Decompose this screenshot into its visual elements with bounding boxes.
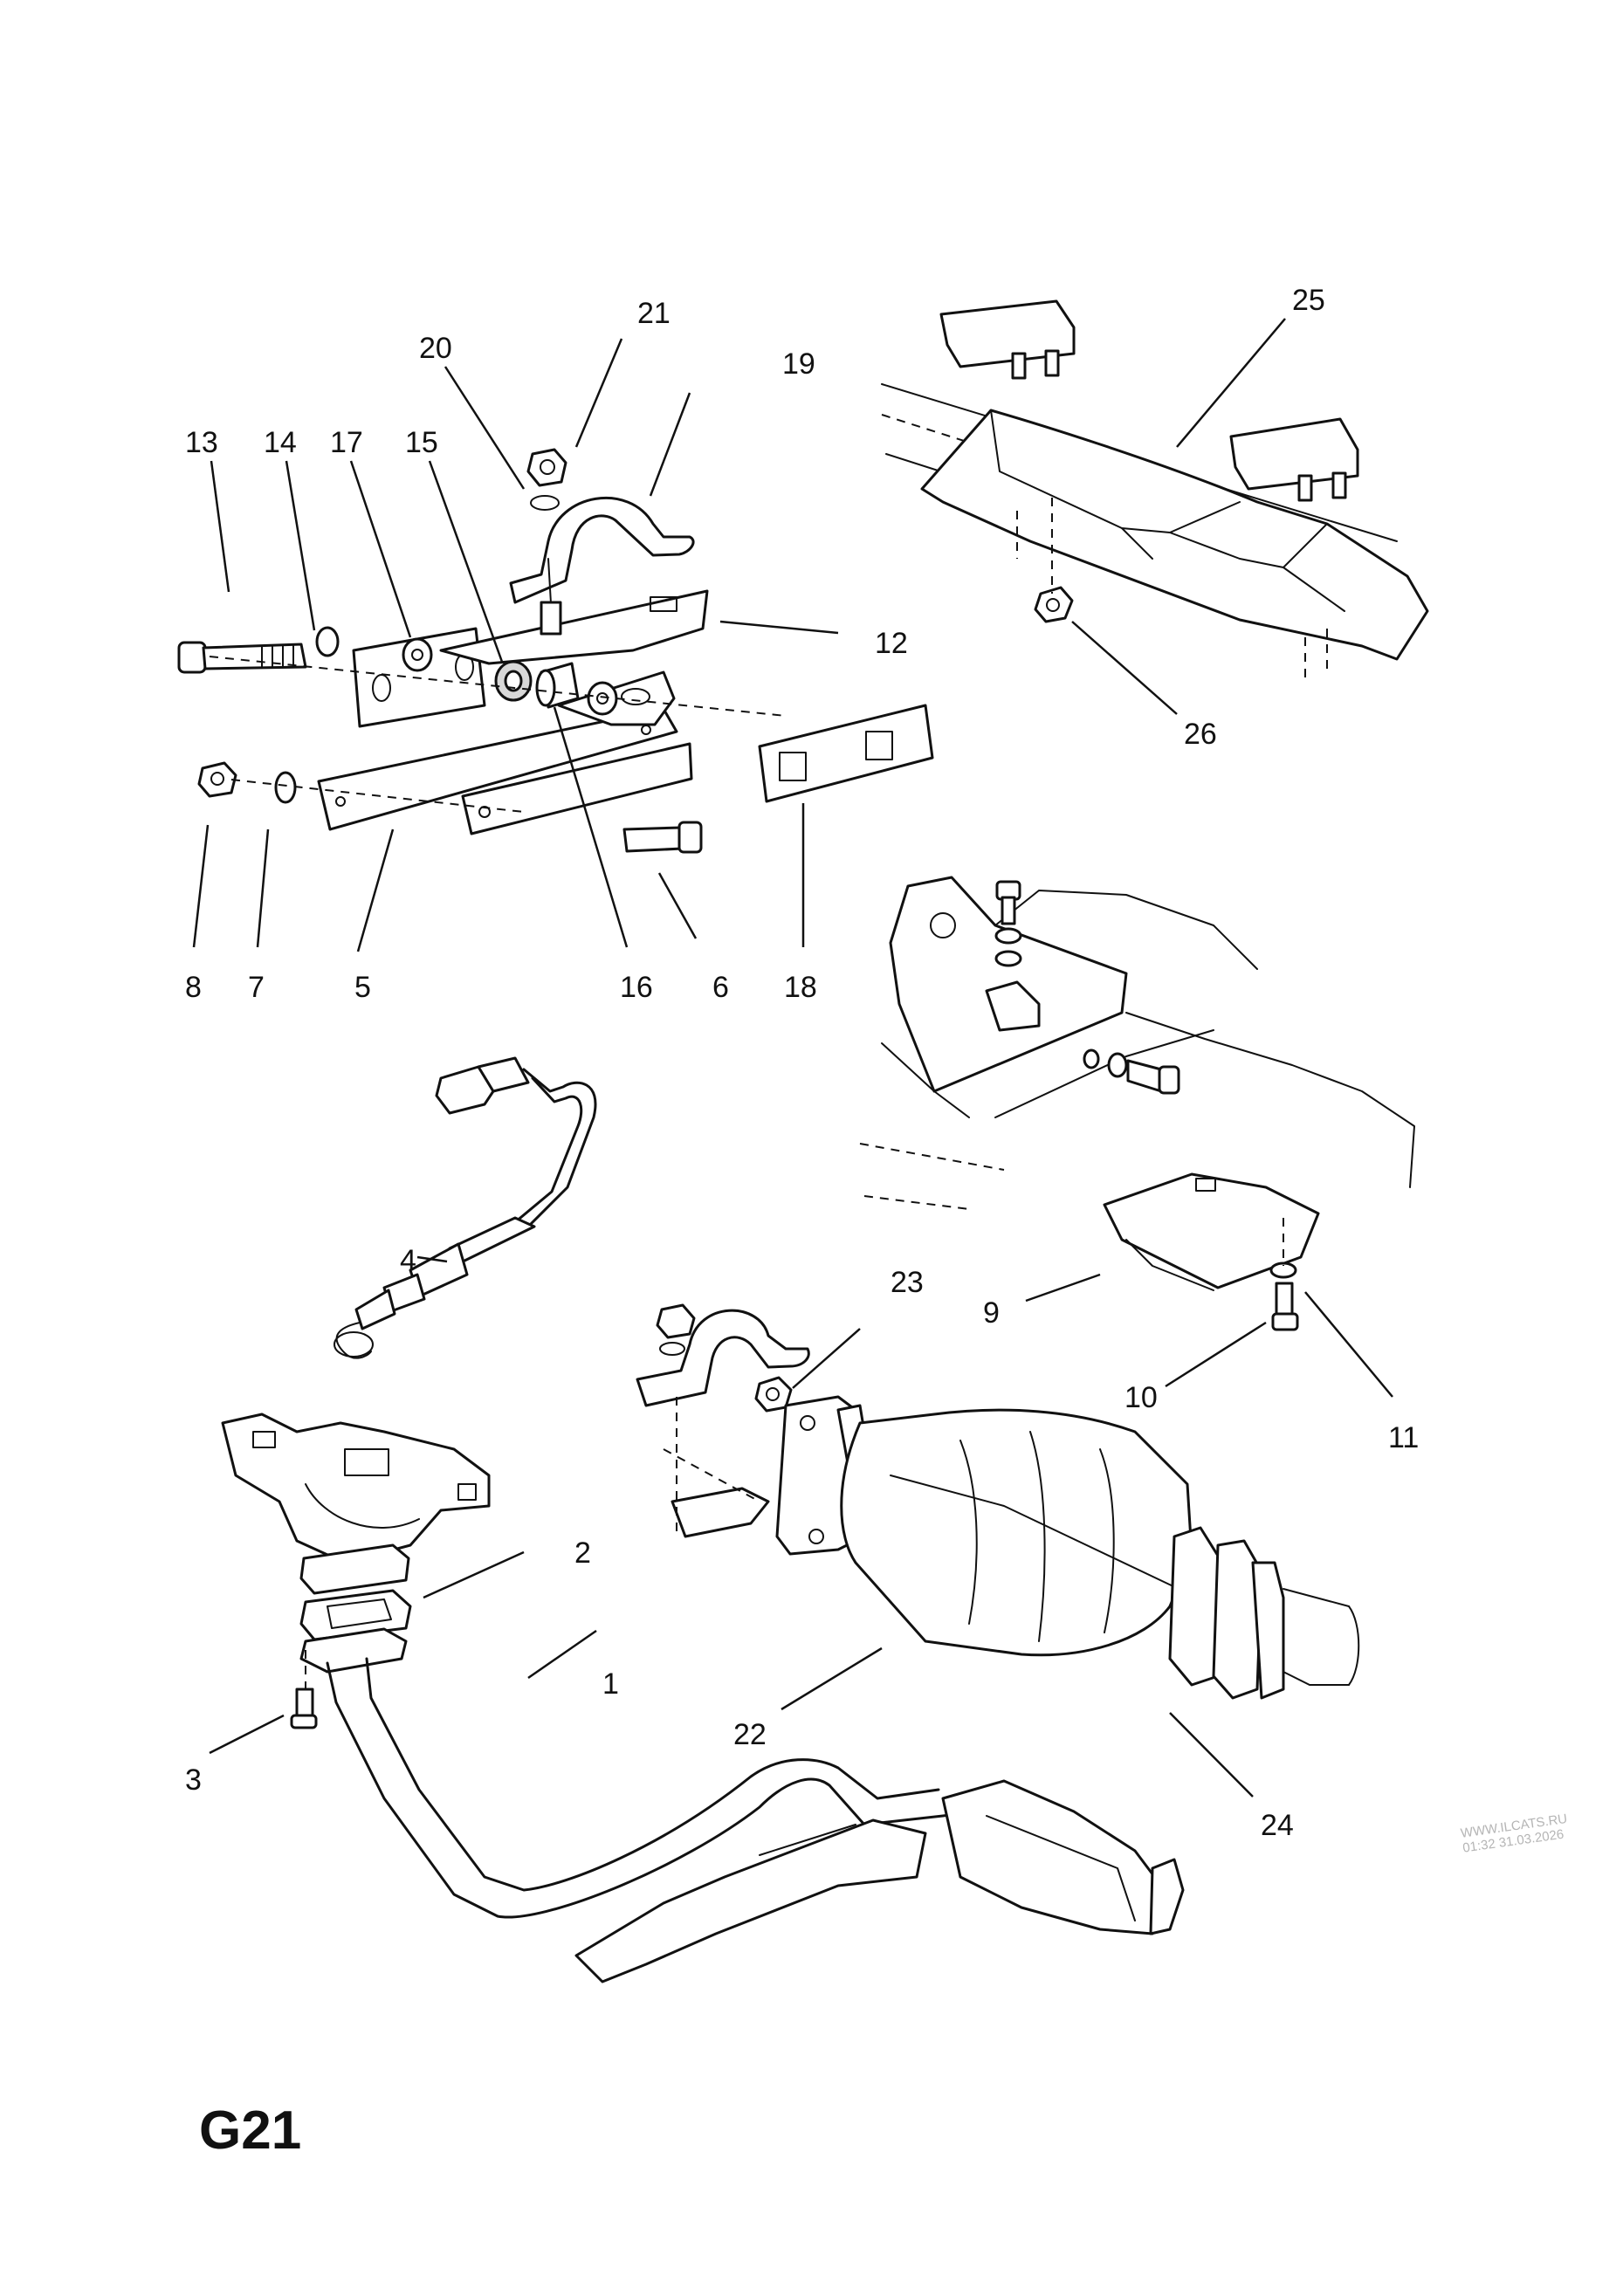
callout-10: 10 bbox=[1124, 1381, 1158, 1414]
callout-20: 20 bbox=[419, 332, 452, 365]
callout-16: 16 bbox=[620, 971, 653, 1004]
front-pipe-assembly bbox=[221, 1413, 1185, 1983]
callout-4: 4 bbox=[400, 1244, 416, 1277]
callout-18: 18 bbox=[784, 971, 817, 1004]
callout-25: 25 bbox=[1292, 284, 1325, 317]
callout-24: 24 bbox=[1261, 1809, 1294, 1842]
callout-23: 23 bbox=[891, 1266, 924, 1299]
callout-9: 9 bbox=[983, 1296, 1000, 1330]
callout-7: 7 bbox=[248, 971, 265, 1004]
callout-1: 1 bbox=[602, 1667, 619, 1701]
callout-19: 19 bbox=[782, 347, 815, 381]
heat-shield-assembly bbox=[881, 299, 1429, 681]
callout-21: 21 bbox=[637, 297, 671, 330]
callout-labels: 1 2 3 4 5 6 7 8 9 10 11 12 13 14 15 16 1… bbox=[185, 284, 1419, 1842]
leader-lines bbox=[192, 318, 1393, 1798]
callout-13: 13 bbox=[185, 426, 218, 459]
callout-3: 3 bbox=[185, 1763, 202, 1797]
callout-6: 6 bbox=[712, 971, 729, 1004]
diagram-code: G21 bbox=[199, 2100, 302, 2161]
callout-8: 8 bbox=[185, 971, 202, 1004]
callout-15: 15 bbox=[405, 426, 438, 459]
rear-heat-shield-assembly bbox=[859, 876, 1415, 1331]
mounting-bracket-assembly bbox=[177, 448, 934, 854]
callout-11: 11 bbox=[1388, 1421, 1419, 1454]
oxygen-sensor bbox=[334, 1056, 597, 1359]
callout-17: 17 bbox=[330, 426, 363, 459]
callout-12: 12 bbox=[875, 627, 908, 660]
callout-2: 2 bbox=[574, 1536, 591, 1570]
callout-5: 5 bbox=[354, 971, 371, 1004]
callout-22: 22 bbox=[733, 1718, 767, 1751]
callout-26: 26 bbox=[1184, 718, 1217, 751]
callout-14: 14 bbox=[264, 426, 297, 459]
catalytic-converter-assembly bbox=[636, 1303, 1360, 1700]
